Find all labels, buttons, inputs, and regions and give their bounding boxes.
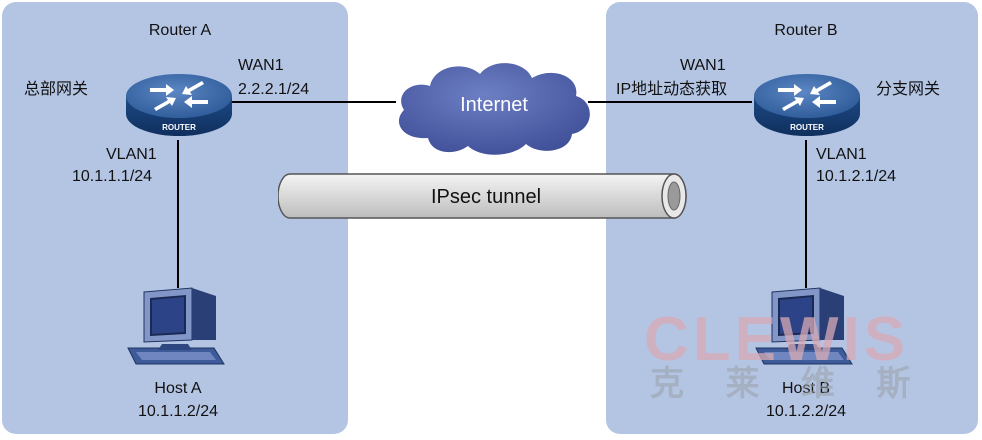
host-a-computer-icon xyxy=(127,287,225,365)
internet-label: Internet xyxy=(460,94,528,116)
router-a-wan-ip: 2.2.2.1/24 xyxy=(238,81,310,98)
router-a-lan-name: VLAN1 xyxy=(106,146,157,163)
router-b-wan-name: WAN1 xyxy=(680,57,726,74)
router-b-badge: ROUTER xyxy=(790,123,824,132)
router-a-lan-ip: 10.1.1.1/24 xyxy=(72,168,153,185)
host-a-ip: 10.1.1.2/24 xyxy=(137,403,219,420)
internet-cloud-icon xyxy=(398,63,590,155)
host-b-ip: 10.1.2.2/24 xyxy=(765,403,847,420)
router-a-wan-name: WAN1 xyxy=(238,57,284,74)
host-b-computer-icon xyxy=(755,287,853,365)
watermark-cjk: 克 莱 维 斯 xyxy=(650,365,927,403)
host-b-name: Host B xyxy=(781,380,831,397)
host-a-name: Host A xyxy=(154,380,202,397)
router-b-icon: ROUTER xyxy=(752,66,862,140)
router-a-badge: ROUTER xyxy=(162,123,196,132)
router-b-wan-ip: IP地址动态获取 xyxy=(616,81,728,98)
router-b-lan-ip: 10.1.2.1/24 xyxy=(816,168,897,185)
router-a-role: 总部网关 xyxy=(24,81,89,98)
router-a-icon: ROUTER xyxy=(124,66,234,140)
router-b-role: 分支网关 xyxy=(876,81,941,98)
router-a-title: Router A xyxy=(148,22,212,39)
ipsec-tunnel-icon xyxy=(278,173,687,219)
ipsec-tunnel-label: IPsec tunnel xyxy=(430,186,542,208)
router-b-lan-name: VLAN1 xyxy=(816,146,867,163)
router-b-title: Router B xyxy=(774,22,838,39)
watermark-latin: CLEWIS xyxy=(644,305,910,374)
